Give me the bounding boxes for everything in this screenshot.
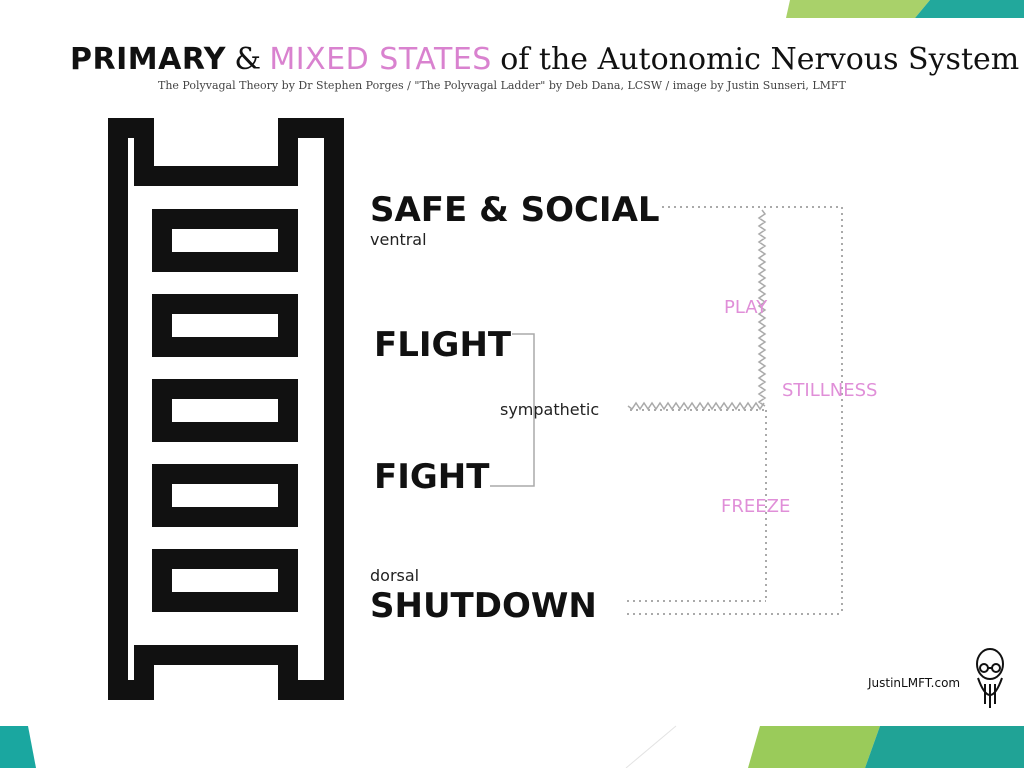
state-fight: FIGHT — [374, 457, 490, 497]
mixed-state-stillness: STILLNESS — [782, 380, 878, 401]
state-safe-social: SAFE & SOCIAL — [370, 190, 660, 230]
title-ampersand: & — [234, 42, 262, 77]
mixed-state-freeze: FREEZE — [721, 496, 791, 517]
page-title: PRIMARY & MIXED STATES of the Autonomic … — [70, 40, 1019, 80]
top-corner-teal — [915, 0, 1024, 18]
ladder-rung-5 — [152, 549, 298, 612]
bottom-corner-green — [748, 726, 880, 768]
ladder-rung-3 — [152, 379, 298, 442]
sympathetic-wavy-line — [627, 401, 765, 411]
play-wavy-line — [757, 209, 767, 407]
title-primary: PRIMARY — [70, 42, 227, 77]
ladder-rung-4 — [152, 464, 298, 527]
bottom-left-corner — [0, 726, 36, 768]
sympathetic-bracket — [490, 333, 535, 487]
state-flight: FLIGHT — [374, 325, 512, 365]
page-subtitle: The Polyvagal Theory by Dr Stephen Porge… — [158, 79, 846, 92]
top-corner-green — [786, 0, 930, 18]
label-sympathetic: sympathetic — [500, 400, 600, 419]
ladder-rung-2 — [152, 294, 298, 357]
title-mixed-states: MIXED STATES — [269, 42, 492, 77]
faint-diagonal-line — [625, 725, 677, 768]
state-shutdown: SHUTDOWN — [370, 586, 597, 626]
ladder-frame — [108, 118, 344, 700]
site-url: JustinLMFT.com — [868, 676, 961, 690]
ladder-rung-1 — [152, 209, 298, 272]
label-dorsal: dorsal — [370, 566, 420, 585]
bottom-corner-teal — [865, 726, 1024, 768]
ladder-icon — [108, 118, 344, 700]
justin-logo-icon — [976, 648, 1004, 708]
title-rest: of the Autonomic Nervous System — [500, 42, 1020, 77]
mixed-state-play: PLAY — [724, 297, 768, 318]
label-ventral: ventral — [370, 230, 427, 249]
